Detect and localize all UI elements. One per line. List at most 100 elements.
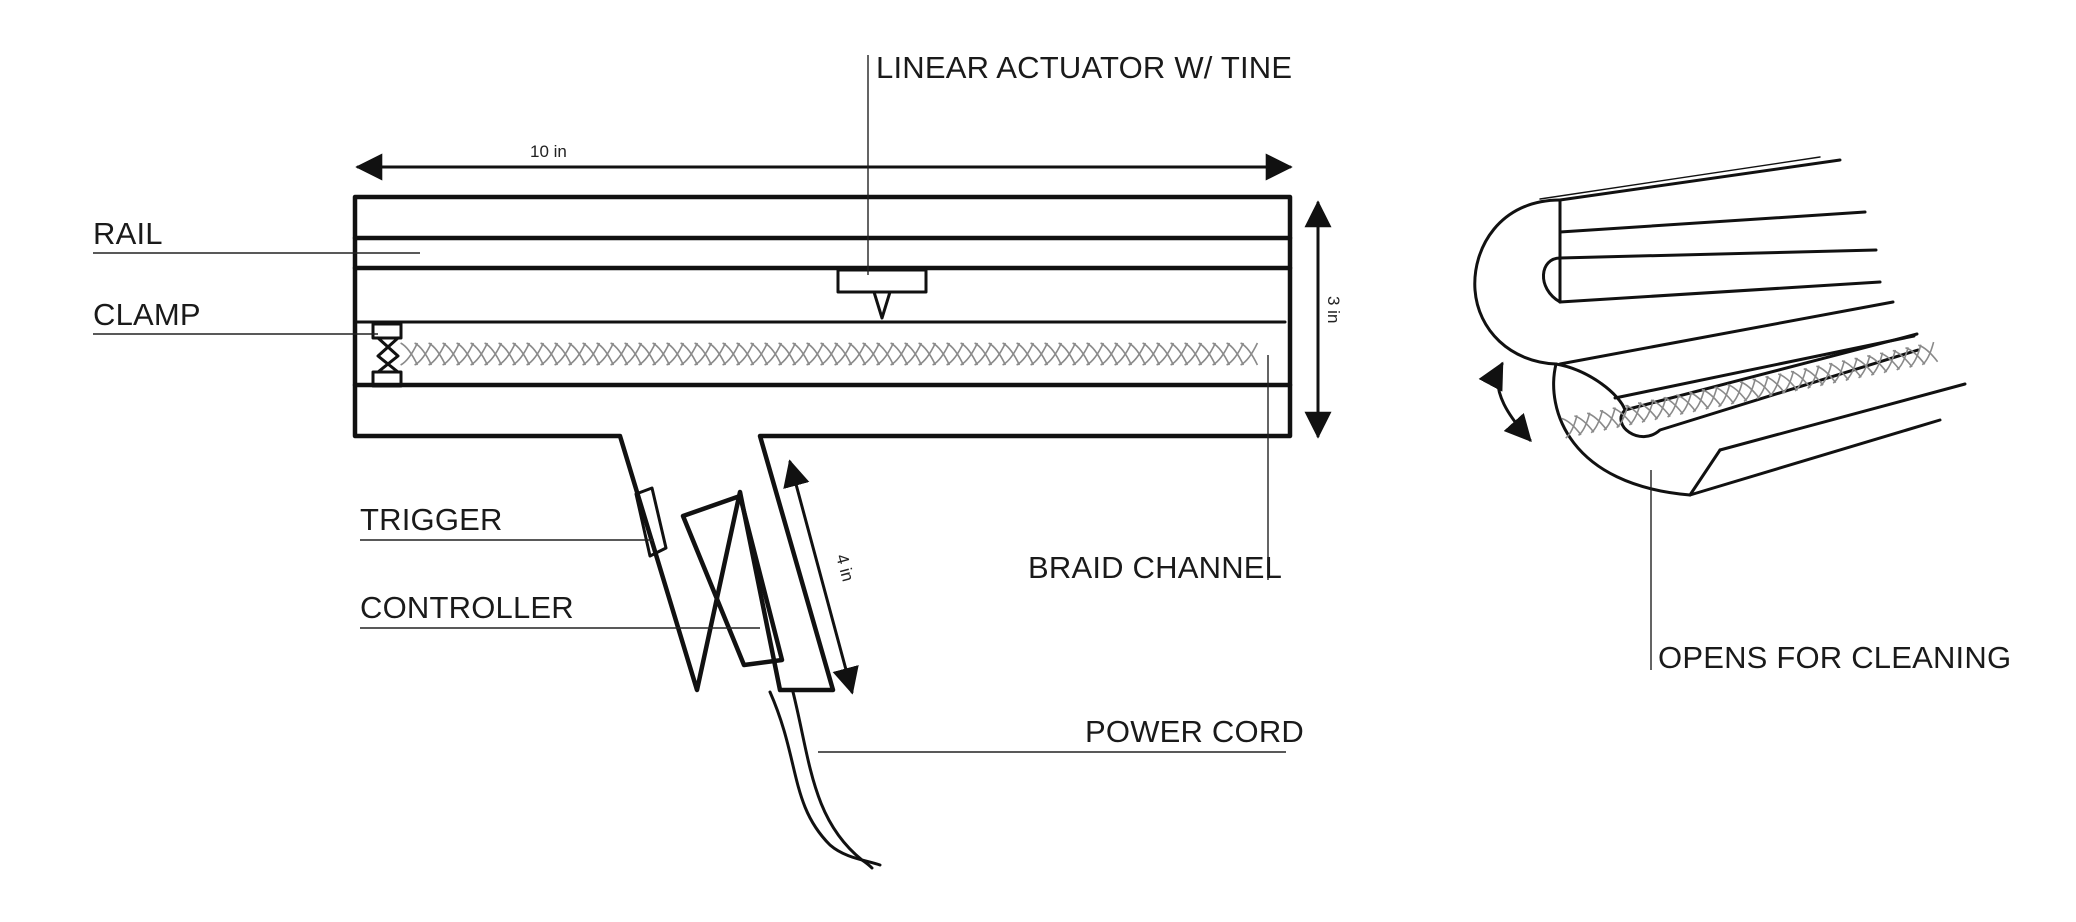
braid-strand [1679,391,1693,416]
braid-strand [456,342,475,366]
braid-strand [1586,412,1608,431]
braid-strand [470,342,489,366]
braid-strand [1828,362,1850,381]
braid-strand [960,342,979,366]
braid-strand [680,342,699,366]
braid-strand [624,342,643,366]
braid-strand [1870,352,1884,376]
braid-strand [1198,342,1217,366]
label-trigger: TRIGGER [360,502,654,541]
braid-strand [1739,381,1760,399]
braid-strand [1156,342,1175,366]
braid-channel-label: BRAID CHANNEL [1028,550,1282,585]
braid-strand [806,342,825,366]
braid-strand [778,342,797,366]
braid-strand [736,342,755,366]
braid-strand [1574,415,1595,433]
braid-strand [1654,396,1667,421]
power-cord [768,690,882,870]
braid-strand [918,342,937,366]
braid-strand [834,342,853,366]
linear-actuator [836,268,928,320]
braid-strand [596,342,615,366]
braid-strand [1058,342,1077,366]
braid-strand [918,342,937,366]
label-opens-for-cleaning: OPENS FOR CLEANING [1650,470,2011,675]
braid-strand [428,342,447,366]
braid-strand [1212,342,1231,366]
braid-strand [554,342,573,366]
braid-strand [1002,342,1021,366]
braid-strand [568,342,587,366]
braid-strand [1030,342,1049,366]
braid-strand [750,342,769,366]
braid-strand [638,342,657,366]
braid-strand [610,342,629,366]
braid-strand [890,342,909,366]
braid-strand [1086,342,1105,366]
braid-strand [1883,349,1897,374]
braid-strand [1832,360,1846,384]
braid-strand [1714,386,1735,404]
braid-strand [1768,373,1782,397]
braid-strand [1058,342,1077,366]
controller-label: CONTROLLER [360,590,574,625]
braid-strand [1819,362,1833,387]
braid-strand [1072,342,1091,366]
braid-strand [680,342,699,366]
braid-strand [1156,342,1175,366]
braid-strand [834,342,853,366]
braid-strand [806,342,825,366]
braid-strand [1114,342,1133,366]
braid-strand [764,342,783,366]
braid-strand [694,342,713,366]
braid-strand [708,342,727,366]
dimension-length: 10 in [355,142,1293,181]
braid-strand [1603,407,1616,431]
braid-strand [652,342,671,366]
braid-strand [1002,342,1021,366]
braid-strand [470,342,489,366]
braid-strand [722,342,741,366]
braid-strand [1114,342,1133,366]
braid-strand [792,342,811,366]
label-linear-actuator: LINEAR ACTUATOR W/ TINE [867,50,1292,275]
dimension-length-label: 10 in [530,142,567,161]
braid-strand [1705,386,1718,410]
braid-strand [568,342,587,366]
braid-strand [1044,342,1063,366]
braid-strand [484,342,503,366]
braid-strand [736,342,755,366]
braid-strand [792,342,811,366]
braid-strand [1701,388,1722,407]
braid-strand [1896,347,1909,371]
braid-strand [624,342,643,366]
braid-strand [1816,365,1837,384]
braid-strand [1781,370,1795,395]
braid-strand [946,342,965,366]
braid-strand [876,342,895,366]
clamp [371,322,403,388]
label-clamp: CLAMP [93,297,378,335]
trigger [634,486,668,558]
braid-strand [1854,357,1875,376]
braid-strand [1616,404,1629,429]
braid-strand [1743,378,1757,403]
device-body [352,194,1293,693]
braid-strand [1803,368,1824,386]
linear-actuator-label: LINEAR ACTUATOR W/ TINE [876,50,1292,85]
braid-strand [1561,417,1582,436]
braid-strand [1730,381,1744,405]
braid-strand [974,342,993,366]
label-power-cord: POWER CORD [818,714,1304,753]
dimension-height-label: 3 in [1324,296,1343,323]
braid-strand [1016,342,1035,366]
braid-strand [778,342,797,366]
braid-strand [876,342,895,366]
braid-strand [414,342,433,366]
braid-strand [932,342,951,366]
braid-strand [1184,342,1203,366]
braid-strand [1867,354,1888,373]
braid-strand [1765,375,1786,394]
braid-strand [1841,360,1862,378]
